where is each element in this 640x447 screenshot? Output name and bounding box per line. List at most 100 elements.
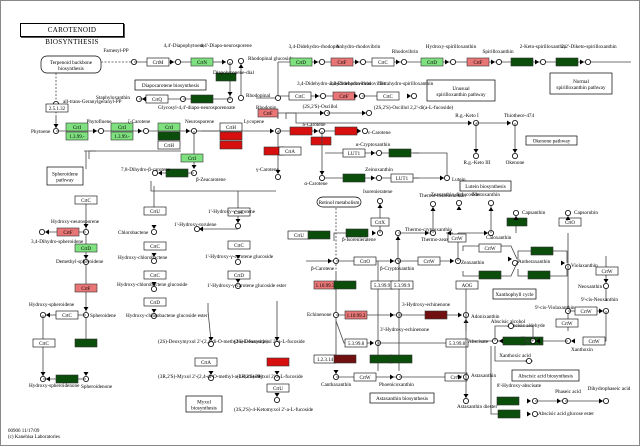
enzyme-box[interactable] [388, 148, 412, 158]
enzyme-box[interactable] [55, 374, 79, 384]
enzyme-box[interactable]: 5.3.99.9 [370, 280, 394, 290]
enzyme-box[interactable]: CrtC [227, 240, 251, 250]
map-link-diapo[interactable]: Diapocarotene biosynthesis [134, 79, 207, 91]
map-link-okenone[interactable]: Okenone pathway [525, 135, 578, 146]
enzyme-box[interactable]: CrtD [420, 57, 444, 67]
enzyme-box[interactable] [219, 140, 243, 150]
enzyme-box[interactable]: CrtQ [145, 94, 169, 104]
enzyme-box[interactable]: 5.3.99.8 [445, 338, 469, 348]
enzyme-box[interactable]: CrtO [353, 256, 377, 266]
enzyme-box[interactable]: CrtW [555, 318, 579, 328]
enzyme-box[interactable]: 2.5.1.32 [45, 103, 69, 113]
map-link-abscisic[interactable]: Abscisic acid biosynthesis [511, 369, 580, 382]
enzyme-box[interactable] [527, 270, 551, 280]
enzyme-box[interactable]: CrtI [65, 122, 89, 132]
enzyme-box[interactable] [510, 57, 534, 67]
enzyme-box[interactable]: CrtF [74, 283, 98, 293]
enzyme-box[interactable] [333, 280, 357, 290]
enzyme-box[interactable]: CrtI [157, 122, 181, 132]
enzyme-box[interactable]: 1.3.99.- [65, 131, 89, 141]
map-link-lutein[interactable]: Lutein biosynthesis [459, 180, 512, 192]
enzyme-box[interactable]: LUT1 [342, 148, 366, 158]
enzyme-box[interactable]: CrtI [110, 122, 134, 132]
enzyme-box[interactable]: CrtW [582, 336, 606, 346]
enzyme-box[interactable] [478, 270, 502, 280]
enzyme-box[interactable]: CrtU [287, 230, 311, 240]
enzyme-box[interactable] [289, 126, 313, 136]
enzyme-box[interactable]: CrtI [180, 153, 204, 163]
enzyme-box[interactable] [333, 354, 357, 364]
enzyme-box[interactable] [424, 310, 448, 320]
enzyme-box[interactable]: CrtC [288, 91, 312, 101]
enzyme-box[interactable]: 1.2.3.14 [313, 354, 337, 364]
enzyme-box[interactable]: CrtC [74, 195, 98, 205]
enzyme-box[interactable] [74, 338, 98, 348]
enzyme-box[interactable]: CrtF [56, 227, 80, 237]
enzyme-box[interactable]: CrtH [219, 122, 243, 132]
enzyme-box[interactable]: AOG [455, 280, 479, 290]
enzyme-box[interactable] [502, 336, 526, 346]
enzyme-box[interactable]: 1.3.99.- [110, 131, 134, 141]
enzyme-box[interactable]: CrtF [332, 91, 356, 101]
enzyme-box[interactable] [369, 354, 393, 364]
enzyme-box[interactable]: 5.3.99.8 [344, 338, 368, 348]
enzyme-box[interactable]: CrtW [417, 256, 441, 266]
enzyme-box[interactable]: CrtW [574, 306, 598, 316]
enzyme-box[interactable]: CrtF [466, 57, 490, 67]
enzyme-box[interactable] [215, 72, 237, 82]
enzyme-box[interactable] [190, 94, 214, 104]
enzyme-box[interactable]: CrtD [227, 270, 251, 280]
enzyme-box[interactable]: CrtW [478, 243, 502, 253]
enzyme-box[interactable]: LUT1 [390, 173, 414, 183]
enzyme-box[interactable]: CrtH [157, 140, 181, 150]
enzyme-box[interactable]: 1.10.99.3 [313, 280, 337, 290]
enzyme-box[interactable]: CrtM [146, 57, 170, 67]
enzyme-box[interactable] [555, 57, 579, 67]
map-link-xanthophyll[interactable]: Xanthophyll cycle [492, 288, 537, 300]
enzyme-box[interactable] [334, 126, 358, 136]
enzyme-box[interactable]: CrtW [447, 233, 467, 243]
enzyme-box[interactable]: CrtC [143, 241, 167, 251]
enzyme-box[interactable] [165, 168, 189, 178]
enzyme-box[interactable] [496, 396, 520, 406]
enzyme-box[interactable] [389, 354, 413, 364]
enzyme-box[interactable] [530, 246, 554, 256]
enzyme-box[interactable]: CrtA [194, 357, 218, 367]
enzyme-box[interactable]: CrtD [143, 297, 167, 307]
enzyme-box[interactable] [310, 136, 332, 146]
enzyme-box[interactable]: CrtA [278, 146, 302, 156]
map-link-astaxanthin[interactable]: Astaxanthin biosynthesis [369, 392, 435, 404]
enzyme-box[interactable]: CrtU [266, 383, 290, 393]
enzyme-box[interactable]: CrtX [370, 217, 390, 227]
map-link-retinol[interactable]: Retinol metabolism [316, 196, 362, 208]
enzyme-box[interactable]: CrtC [227, 207, 251, 217]
enzyme-box[interactable] [219, 131, 243, 141]
enzyme-box[interactable] [157, 131, 181, 141]
enzyme-box[interactable]: CrtC [376, 91, 400, 101]
enzyme-box[interactable] [342, 173, 366, 183]
enzyme-box[interactable]: CrtW [595, 266, 619, 276]
enzyme-box[interactable]: CrtC [371, 57, 395, 67]
enzyme-box[interactable]: CrtF [330, 57, 354, 67]
enzyme-box[interactable]: CrtF [257, 108, 279, 118]
enzyme-box[interactable]: CrtD [74, 243, 98, 253]
enzyme-box[interactable]: 5.3.99.9 [390, 280, 414, 290]
enzyme-box[interactable]: CrtC [143, 270, 167, 280]
enzyme-box[interactable] [307, 230, 331, 240]
enzyme-box[interactable] [345, 228, 369, 238]
enzyme-box[interactable] [497, 409, 521, 419]
enzyme-box[interactable]: CrtN [190, 57, 214, 67]
enzyme-box[interactable] [266, 357, 290, 367]
enzyme-box[interactable]: CrtD [289, 57, 313, 67]
enzyme-box[interactable]: CrtO [558, 217, 582, 227]
enzyme-box[interactable]: CrtC [32, 338, 56, 348]
enzyme-box[interactable]: 1.10.99.3 [344, 310, 368, 320]
enzyme-box[interactable]: CrtU [143, 206, 167, 216]
enzyme-box[interactable]: CrtW [353, 372, 377, 382]
enzyme-box[interactable]: CrtC [55, 310, 79, 320]
